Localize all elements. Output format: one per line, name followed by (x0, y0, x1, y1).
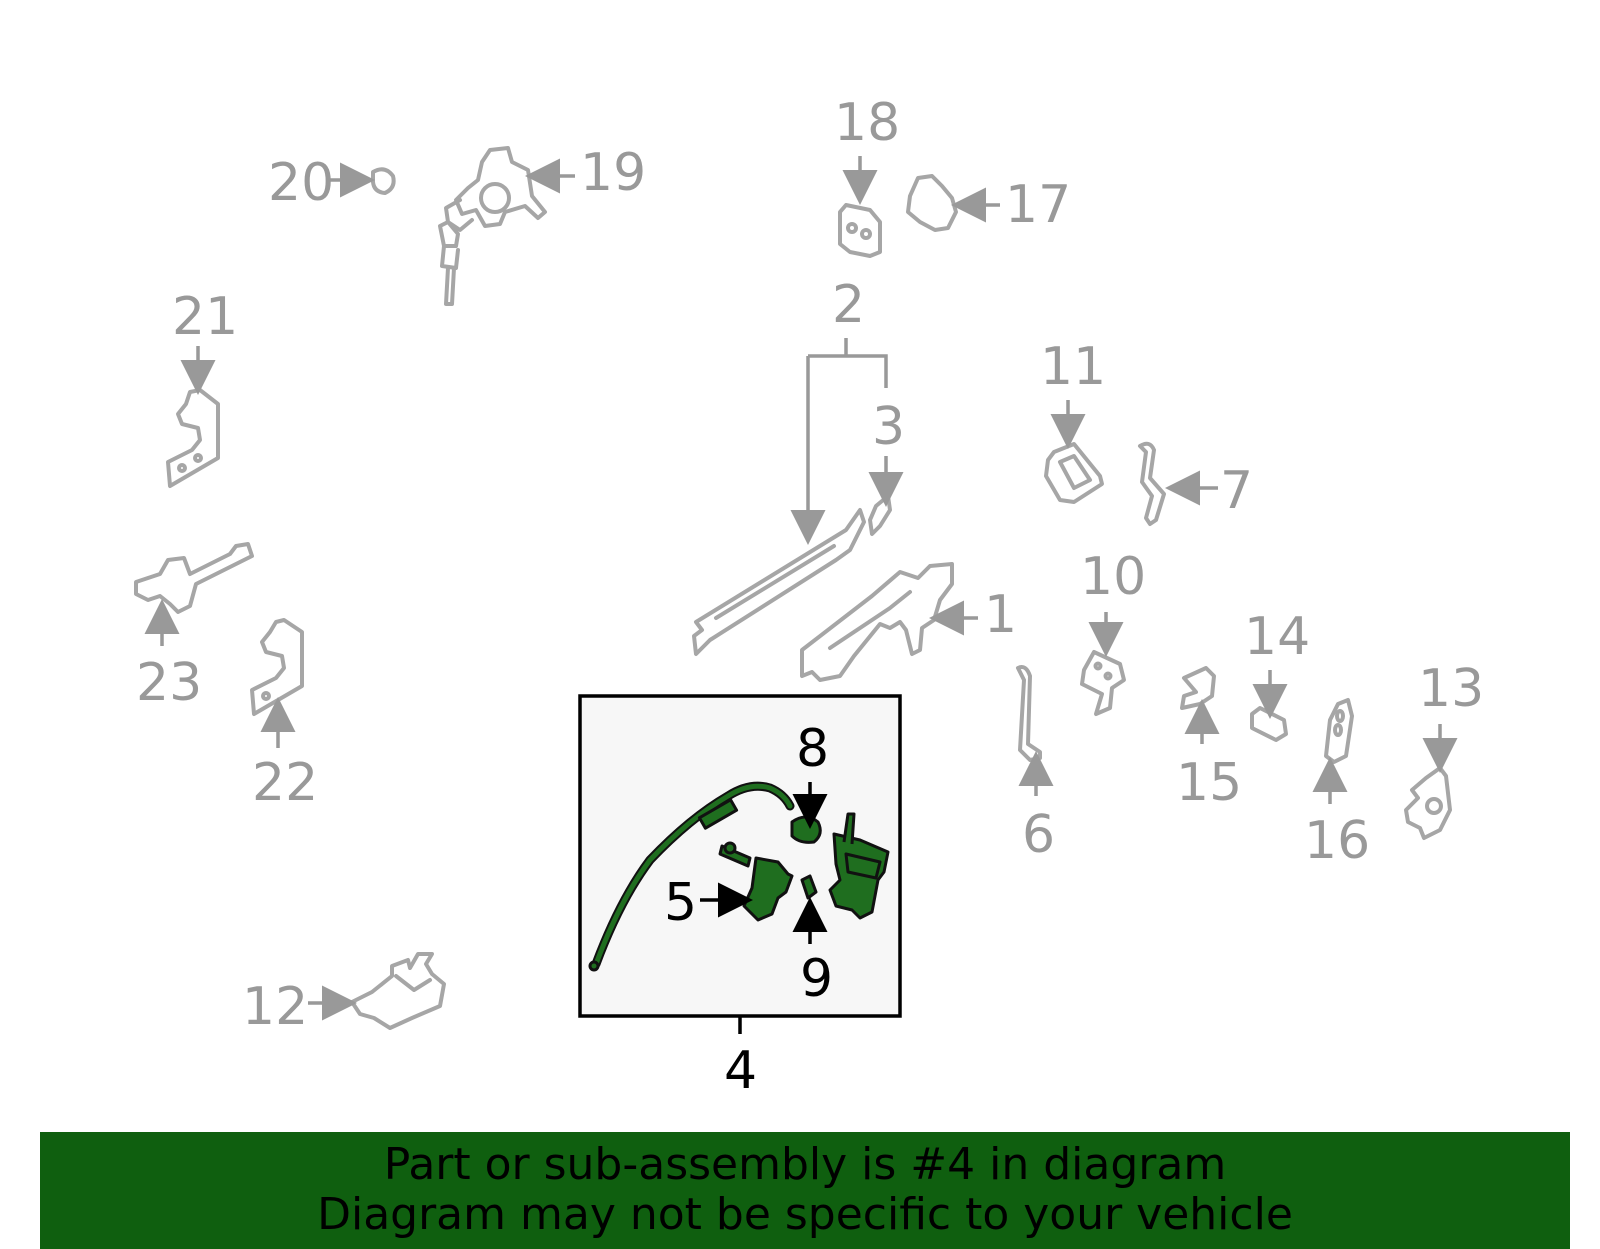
callout-9: 9 (800, 949, 833, 1009)
callout-18: 18 (834, 93, 900, 153)
part-7-rod (1138, 441, 1166, 526)
part-13-latch (1404, 766, 1452, 840)
part-6-rod (1016, 665, 1042, 762)
callout-21: 21 (172, 287, 238, 347)
part-3-pad (868, 494, 892, 536)
part-17-cover (906, 174, 958, 232)
callout-20: 20 (268, 153, 334, 213)
part-19-lock-cylinder (438, 146, 547, 306)
part-1-handle-frame (800, 562, 954, 682)
callout-23: 23 (136, 653, 202, 713)
callout-22: 22 (252, 753, 318, 813)
callout-14: 14 (1244, 607, 1310, 667)
part-12-latch-bracket (350, 952, 446, 1030)
callout-10: 10 (1080, 547, 1146, 607)
part-21-bracket (166, 388, 220, 488)
callout-7: 7 (1220, 461, 1253, 521)
part-18-pad (838, 203, 882, 258)
part-20-cap (371, 167, 396, 195)
callout-1: 1 (984, 585, 1017, 645)
callout-11: 11 (1040, 337, 1106, 397)
part-15-clip (1180, 666, 1216, 710)
callout-6: 6 (1022, 805, 1055, 865)
callout-19: 19 (580, 143, 646, 203)
banner-line-2: Diagram may not be specific to your vehi… (317, 1189, 1293, 1240)
callout-16: 16 (1304, 811, 1370, 871)
callout-15: 15 (1176, 753, 1242, 813)
callout-8: 8 (796, 719, 829, 779)
part-4-latch-assembly[interactable] (588, 781, 890, 972)
callout-3: 3 (872, 397, 905, 457)
part-10-plate (1080, 650, 1126, 716)
part-23-check-strap (134, 542, 254, 614)
banner-line-1: Part or sub-assembly is #4 in diagram (383, 1139, 1227, 1190)
part-14-clip (1250, 706, 1288, 742)
callout-13: 13 (1418, 659, 1484, 719)
callout-2: 2 (832, 275, 865, 335)
callout-17: 17 (1005, 175, 1071, 235)
info-banner: Part or sub-assembly is #4 in diagram Di… (40, 1132, 1570, 1249)
callout-4: 4 (724, 1041, 757, 1101)
callout-5: 5 (664, 873, 697, 933)
part-2-handle (692, 508, 866, 656)
part-11-switch (1044, 442, 1104, 504)
callout-12: 12 (242, 977, 308, 1037)
part-16-plate (1324, 698, 1354, 764)
part-22-bracket (250, 618, 304, 716)
